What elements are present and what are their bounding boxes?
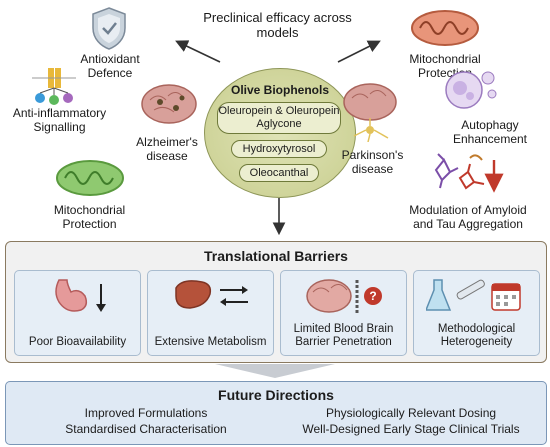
barrier-card-metabolism: Extensive Metabolism [147, 270, 274, 356]
future-directions-panel: Future Directions Improved Formulations … [5, 381, 547, 445]
antioxidant-label: Antioxidant Defence [80, 52, 140, 80]
brain-icon-parkinsons [340, 82, 400, 147]
alzheimers-label: Alzheimer's disease [136, 135, 198, 163]
translational-barriers-panel: Translational Barriers Poor Bioavailabil… [5, 241, 547, 363]
future-item: Standardised Characterisation [65, 422, 227, 436]
barrier-card-bbb: ? Limited Blood Brain Barrier Penetratio… [280, 270, 407, 356]
future-item: Well-Designed Early Stage Clinical Trial… [302, 422, 520, 436]
barrier-label: Extensive Metabolism [154, 336, 267, 348]
barrier-label: Poor Bioavailability [28, 336, 127, 348]
barrier-label: Limited Blood Brain Barrier Penetration [293, 323, 394, 348]
biophenols-title: Olive Biophenols [230, 83, 329, 97]
mitochondria-icon-right [410, 8, 480, 53]
barrier-card-heterogeneity: Methodological Heterogeneity [413, 270, 540, 356]
compound-hydroxytyrosol: Hydroxytyrosol [231, 140, 327, 158]
svg-text:?: ? [369, 289, 376, 303]
amyloid-label: Modulation of Amyloid and Tau Aggregatio… [409, 203, 527, 231]
top-title: Preclinical efficacy across models [203, 10, 352, 40]
compound-oleuropein: Oleuropein & Oleuropein Aglycone [217, 102, 341, 134]
autophagy-icon [440, 66, 500, 115]
future-item: Physiologically Relevant Dosing [325, 406, 497, 420]
olive-biophenols-ellipse: Olive Biophenols Oleuropein & Oleuropein… [204, 68, 356, 198]
liver-icon [175, 280, 248, 309]
shield-icon [90, 6, 128, 55]
receptor-signalling-icon [28, 66, 80, 113]
barrier-label: Methodological Heterogeneity [437, 323, 516, 348]
lab-tools-icon [426, 279, 521, 311]
mitochondria-icon-left [55, 158, 125, 203]
future-title: Future Directions [218, 387, 334, 403]
barrier-card-bioavailability: Poor Bioavailability [14, 270, 141, 356]
compound-oleocanthal: Oleocanthal [239, 164, 319, 182]
mito-left-label: Mitochondrial Protection [53, 203, 126, 231]
anti-inflammatory-label: Anti-inflammatory Signalling [12, 106, 107, 134]
barriers-title: Translational Barriers [204, 248, 348, 264]
stomach-icon [55, 279, 106, 312]
brain-icon-alzheimers [140, 82, 198, 131]
future-item: Improved Formulations [84, 406, 208, 420]
brain-barrier-icon: ? [306, 279, 382, 314]
parkinsons-label: Parkinson's disease [341, 148, 404, 176]
autophagy-label: Autophagy Enhancement [452, 118, 528, 146]
aggregation-icon [430, 150, 490, 197]
